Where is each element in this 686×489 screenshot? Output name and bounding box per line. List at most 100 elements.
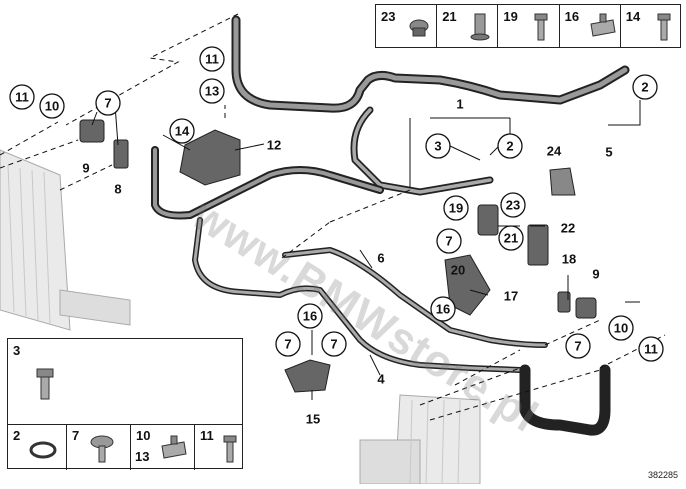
nut-icon (409, 19, 429, 37)
callout-circle (425, 133, 451, 159)
callout-number: 7 (445, 234, 452, 249)
callout-7: 7 (95, 90, 121, 116)
callout-number: 10 (614, 321, 628, 336)
callout-number: 7 (284, 337, 291, 352)
callout-number: 13 (205, 84, 219, 99)
callout-10: 10 (608, 315, 634, 341)
callout-number: 2 (506, 139, 513, 154)
callout-15: 15 (306, 412, 320, 427)
diagram-id: 382285 (647, 470, 678, 480)
radiator-right (359, 394, 481, 485)
callout-11: 11 (638, 336, 664, 362)
callout-18: 18 (562, 252, 576, 267)
parts-cell-21: 21 (437, 5, 499, 47)
dashed-lines (0, 13, 666, 421)
callout-4: 4 (377, 372, 385, 387)
callout-13: 13 (199, 78, 225, 104)
callout-number: 21 (504, 231, 518, 246)
callout-number: 6 (377, 251, 384, 266)
callout-22: 22 (561, 221, 575, 236)
part-number: 19 (503, 9, 518, 24)
callout-2: 2 (497, 133, 523, 159)
callout-7: 7 (565, 333, 591, 359)
callout-7: 7 (436, 228, 462, 254)
callout-14: 14 (169, 118, 195, 144)
bolt-icon (223, 435, 237, 463)
parts-cell-16: 16 (560, 5, 621, 47)
brackets (79, 119, 597, 393)
parts-cell-11: 11 (194, 424, 245, 470)
callout-21: 21 (498, 225, 524, 251)
callout-number: 11 (644, 342, 658, 357)
parts-cell-23: 23 (376, 5, 438, 47)
callout-1: 1 (456, 97, 463, 112)
callout-number: 11 (15, 90, 29, 105)
callout-number: 19 (449, 201, 463, 216)
callout-number: 7 (104, 96, 111, 111)
parts-cell-2: 2 (8, 424, 66, 470)
callout-circle (565, 333, 591, 359)
ring-icon (29, 441, 57, 459)
parts-cell-3: 3 (8, 339, 66, 424)
callout-circle (430, 296, 456, 322)
callout-circle (321, 331, 347, 357)
callout-12: 12 (267, 138, 281, 153)
part-number: 13 (135, 449, 150, 464)
bottom-box-divider (8, 424, 242, 425)
callout-number: 18 (562, 252, 576, 267)
callout-number: 5 (605, 145, 612, 160)
callout-2: 2 (632, 74, 658, 100)
parts-cell-10: 10 (130, 424, 195, 470)
callout-number: 1 (456, 97, 463, 112)
part-number: 23 (381, 9, 396, 24)
callout-circle (436, 228, 462, 254)
part-number: 16 (564, 9, 580, 24)
part-number: 7 (72, 428, 80, 443)
callout-9: 9 (82, 161, 89, 176)
callout-number: 23 (506, 198, 520, 213)
callout-number: 16 (436, 302, 450, 317)
callout-number: 12 (267, 138, 281, 153)
callout-6: 6 (377, 251, 384, 266)
callout-7: 7 (321, 331, 347, 357)
callout-16: 16 (297, 303, 323, 329)
callout-circle (169, 118, 195, 144)
callout-circle (297, 303, 323, 329)
callout-9: 9 (592, 267, 599, 282)
callout-10: 10 (39, 93, 65, 119)
callout-number: 11 (205, 52, 219, 67)
callout-19: 19 (443, 195, 469, 221)
callout-number: 4 (377, 372, 385, 387)
callout-circle (39, 93, 65, 119)
callout-circle (608, 315, 634, 341)
clip-icon (590, 13, 616, 37)
callout-5: 5 (605, 145, 612, 160)
callout-circle (638, 336, 664, 362)
callout-number: 16 (303, 309, 317, 324)
callout-circle (95, 90, 121, 116)
bolt-icon (534, 13, 548, 41)
callout-11: 11 (199, 46, 225, 72)
callout-number: 15 (306, 412, 320, 427)
callout-circle (500, 192, 526, 218)
callout-number: 7 (330, 337, 337, 352)
callout-number: 24 (547, 144, 562, 159)
bolt-icon (657, 13, 671, 41)
callout-number: 14 (175, 124, 190, 139)
callout-11: 11 (9, 84, 35, 110)
parts-cell-7: 7 (66, 424, 131, 470)
callout-number: 7 (574, 339, 581, 354)
callout-circle (199, 78, 225, 104)
callout-number: 9 (82, 161, 89, 176)
callout-number: 3 (434, 139, 441, 154)
callout-24: 24 (547, 144, 562, 159)
callout-17: 17 (504, 289, 518, 304)
callout-circle (9, 84, 35, 110)
parts-cell-13: 13 (130, 447, 194, 470)
callout-3: 3 (425, 133, 451, 159)
callout-number: 2 (641, 80, 648, 95)
